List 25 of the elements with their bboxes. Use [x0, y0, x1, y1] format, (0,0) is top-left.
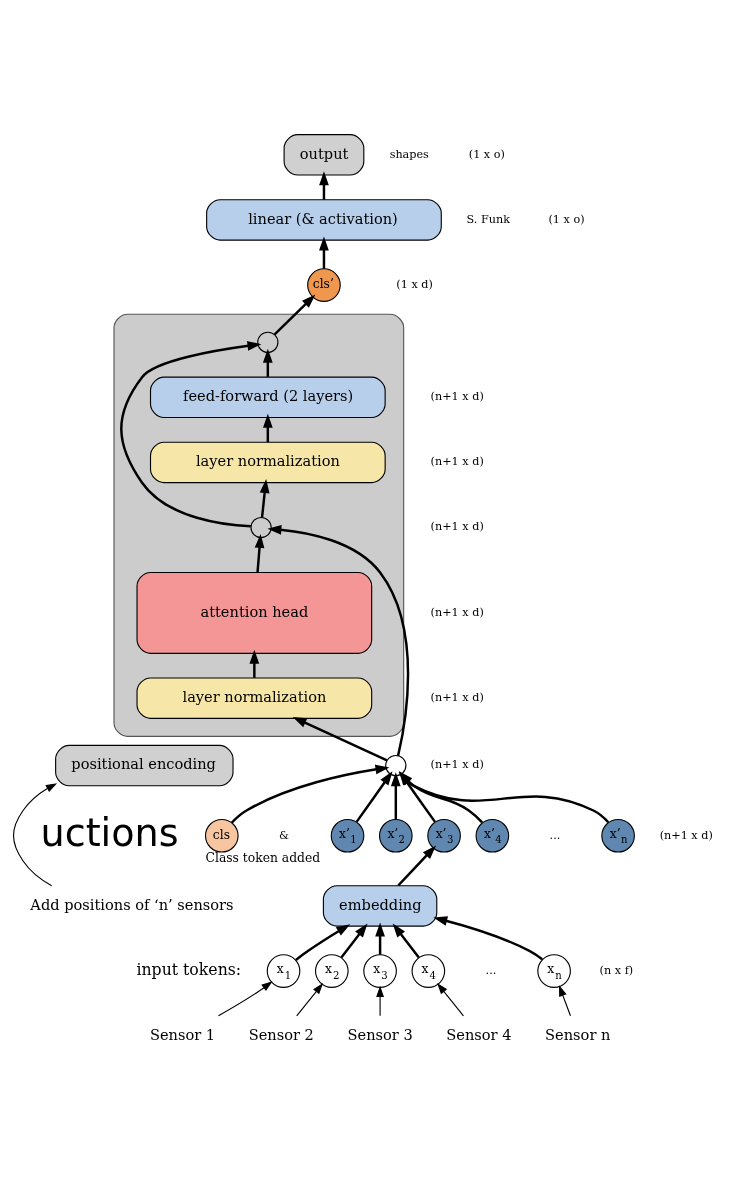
- label: (n+1 x d): [430, 691, 484, 705]
- label: (n+1 x d): [430, 455, 484, 469]
- label: (n+1 x d): [430, 758, 484, 772]
- node-text: Sensor 1: [149, 1025, 215, 1043]
- label: (n x f): [599, 963, 633, 977]
- label: (n+1 x d): [659, 828, 713, 842]
- label: (1 x o): [547, 212, 585, 226]
- node-text: Sensor n: [544, 1025, 610, 1043]
- label: S. Funk: [466, 212, 510, 226]
- label: (n+1 x d): [430, 605, 484, 619]
- node-text: Sensor 2: [248, 1025, 314, 1043]
- label: uctions: [39, 810, 179, 855]
- label: input tokens:: [135, 960, 241, 980]
- label: &: [278, 828, 289, 842]
- label: ...: [485, 963, 496, 977]
- label: (n+1 x d): [430, 390, 484, 404]
- node-label: Class token added: [205, 850, 320, 865]
- label: (1 x o): [468, 147, 505, 161]
- node-text: Sensor 3: [347, 1025, 413, 1043]
- node-text: Add positions of ‘n’ sensors: [29, 895, 234, 913]
- label: ...: [549, 828, 560, 842]
- label: (n+1 x d): [430, 520, 484, 534]
- node-text: Sensor 4: [445, 1025, 511, 1043]
- label: shapes: [389, 147, 429, 161]
- label: (1 x d): [395, 277, 433, 291]
